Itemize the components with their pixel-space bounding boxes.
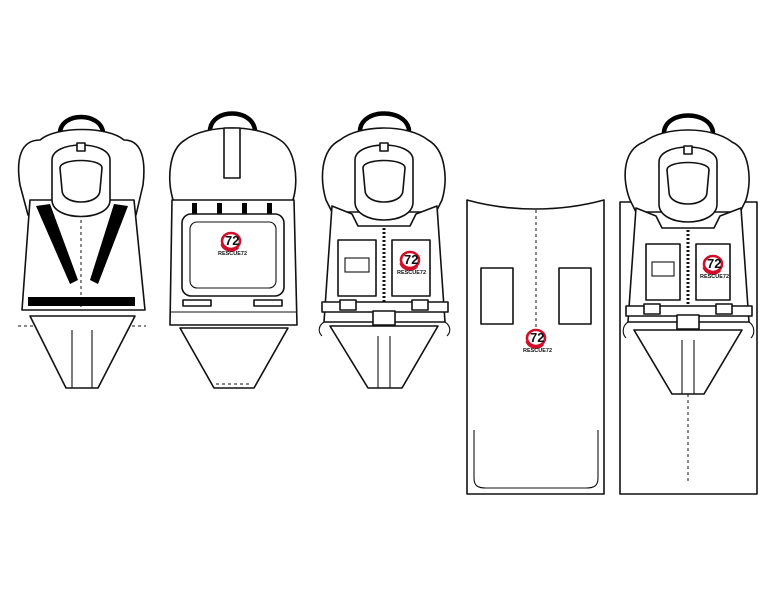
top-flap [223,127,241,179]
harness-frame-view [17,114,146,389]
logo-number: 72 [225,233,239,248]
logo: 72 RESCUE72 [397,250,426,276]
bottom-bag [179,327,289,389]
strap-loop-4 [267,203,272,214]
logo-number: 72 [707,256,721,271]
logo: 72 RESCUE72 [700,254,729,280]
left-pocket-label [344,257,370,273]
strap-loop-1 [192,203,197,214]
right-foot-hook [444,321,451,337]
leg-section [633,329,743,395]
carry-handle [207,111,258,133]
leg-divider [71,330,93,388]
carry-handle [57,114,106,135]
left-buckle [643,303,661,315]
leg-divider [681,340,695,394]
right-flap-pocket [558,267,592,325]
right-foot-hook [748,321,755,339]
center-buckle [676,314,700,330]
waist-belt [28,297,135,306]
logo-wordmark: RESCUE72 [218,251,247,257]
logo-wordmark: RESCUE72 [397,270,426,276]
left-buckle [339,299,357,311]
right-buckle [411,299,429,311]
strap-loop-2 [217,203,222,214]
right-buckle [253,299,283,307]
left-strap [36,204,78,284]
sleeping-bag-open-view: 72 RESCUE72 [466,199,605,495]
logo-wordmark: RESCUE72 [700,274,729,280]
strap-loop-3 [242,203,247,214]
visor [362,159,406,203]
right-buckle [715,303,733,315]
leg-section [29,315,136,389]
pocket-inner [189,221,277,289]
left-buckle [182,299,212,307]
top-tab [379,142,389,152]
logo-wordmark: RESCUE72 [523,348,552,354]
top-tab [683,145,693,155]
left-pocket-label [651,261,675,277]
logo-number: 72 [404,252,418,267]
visor [666,161,710,205]
left-foot-hook [318,321,325,337]
backpack-back-view: 72 RESCUE72 [169,111,298,389]
leg-divider [377,336,391,388]
carry-handle [357,111,412,133]
pack-front-view: 72 RESCUE72 [318,111,451,389]
left-pocket [337,239,377,297]
left-pocket [645,243,681,301]
back-pocket [181,213,285,297]
visor [59,159,103,203]
logo: 72 RESCUE72 [523,328,552,354]
left-flap-pocket [480,267,514,325]
center-buckle [372,310,396,326]
pack-in-sleeping-bag-view: 72 RESCUE72 [619,113,758,495]
logo: 72 RESCUE72 [218,231,247,257]
top-tab [76,142,86,152]
carry-handle [661,113,716,135]
leg-section [329,325,439,389]
bag-inner-hem [473,430,599,489]
logo-number: 72 [530,330,544,345]
right-strap [90,204,128,284]
left-foot-hook [622,321,629,339]
